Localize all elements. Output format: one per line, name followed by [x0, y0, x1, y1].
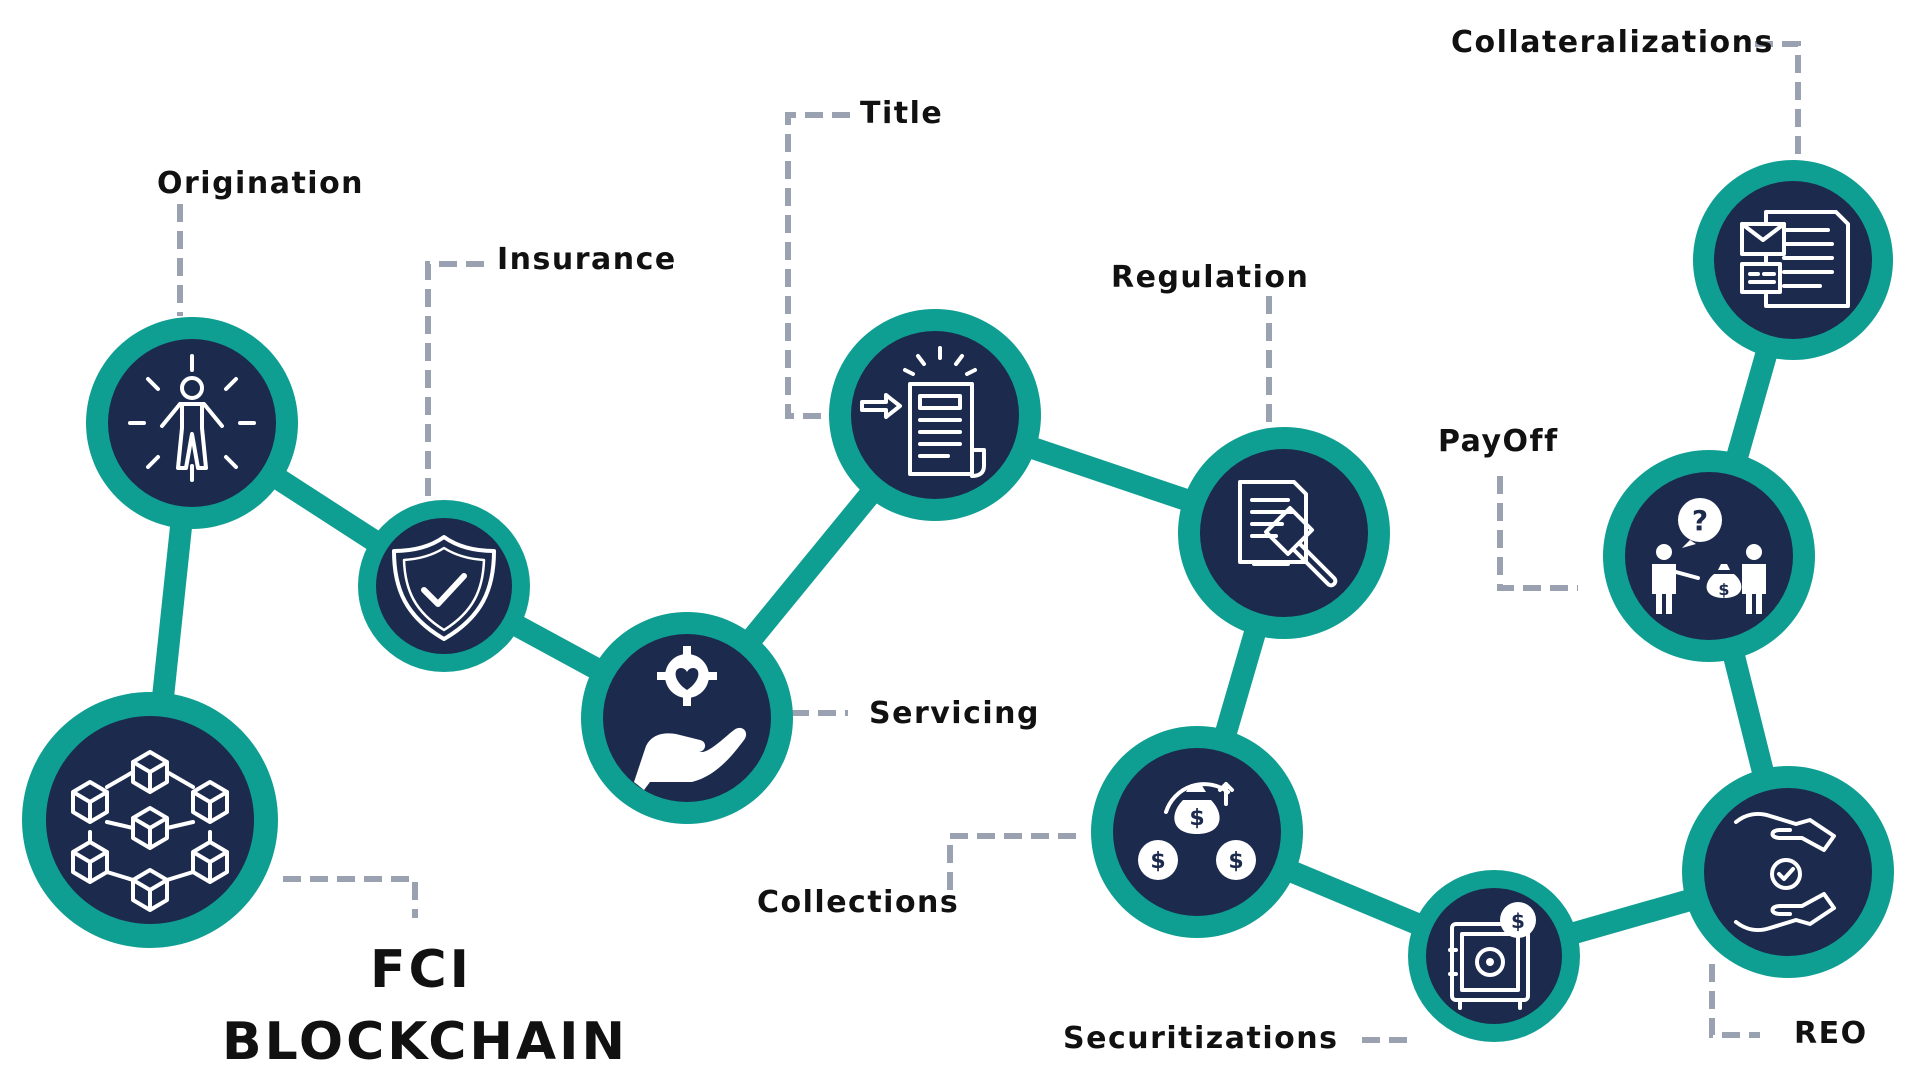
connector-payoff — [1497, 476, 1578, 591]
node-insurance — [358, 500, 530, 672]
node-blockchain — [22, 692, 278, 948]
connector-collections — [947, 833, 1085, 890]
connector-reo — [1709, 964, 1760, 1038]
money-bags-icon: $ $ $ — [1138, 782, 1256, 880]
connector-insurance — [425, 261, 484, 500]
label-servicing: Servicing — [869, 696, 1040, 731]
person-radiating-icon — [128, 354, 256, 482]
label-reo: REO — [1794, 1016, 1868, 1051]
node-reo — [1682, 766, 1894, 978]
people-exchange-icon: ? $ — [1652, 498, 1766, 614]
label-regulation: Regulation — [1111, 260, 1310, 295]
node-securitizations: $ — [1408, 870, 1580, 1042]
svg-text:?: ? — [1692, 504, 1708, 537]
label-origination: Origination — [157, 166, 365, 201]
blockchain-cubes-icon — [71, 750, 229, 912]
node-origination — [86, 317, 298, 529]
documents-mail-icon — [1740, 210, 1850, 308]
node-payoff: ? $ — [1603, 450, 1815, 662]
node-title — [829, 309, 1041, 521]
title-line-2: BLOCKCHAIN — [222, 1012, 629, 1072]
label-title: Title — [860, 96, 944, 131]
svg-text:$: $ — [1718, 580, 1729, 599]
title-line-1: FCI — [370, 940, 473, 1000]
label-securitizations: Securitizations — [1063, 1021, 1339, 1056]
connector-blockchain — [283, 876, 418, 918]
label-payoff: PayOff — [1438, 424, 1559, 459]
safe-dollar-icon: $ — [1448, 902, 1536, 1010]
node-servicing — [581, 612, 793, 824]
svg-text:$: $ — [1150, 849, 1165, 874]
label-insurance: Insurance — [497, 242, 677, 277]
connector-collateralizations — [1755, 41, 1801, 160]
label-collections: Collections — [757, 885, 960, 920]
node-regulation — [1178, 427, 1390, 639]
svg-text:$: $ — [1228, 849, 1243, 874]
label-connectors — [177, 41, 1801, 1043]
node-collateralizations — [1693, 160, 1893, 360]
document-arrow-icon — [860, 346, 986, 478]
hands-check-icon — [1734, 812, 1836, 932]
hand-heart-gear-icon — [634, 646, 747, 790]
svg-text:$: $ — [1189, 806, 1204, 831]
label-collateralizations: Collateralizations — [1451, 25, 1774, 60]
shield-check-icon — [392, 535, 496, 641]
svg-text:$: $ — [1511, 909, 1525, 933]
connector-title — [785, 112, 850, 419]
document-gavel-icon — [1238, 480, 1338, 588]
node-collections: $ $ $ — [1091, 726, 1303, 938]
